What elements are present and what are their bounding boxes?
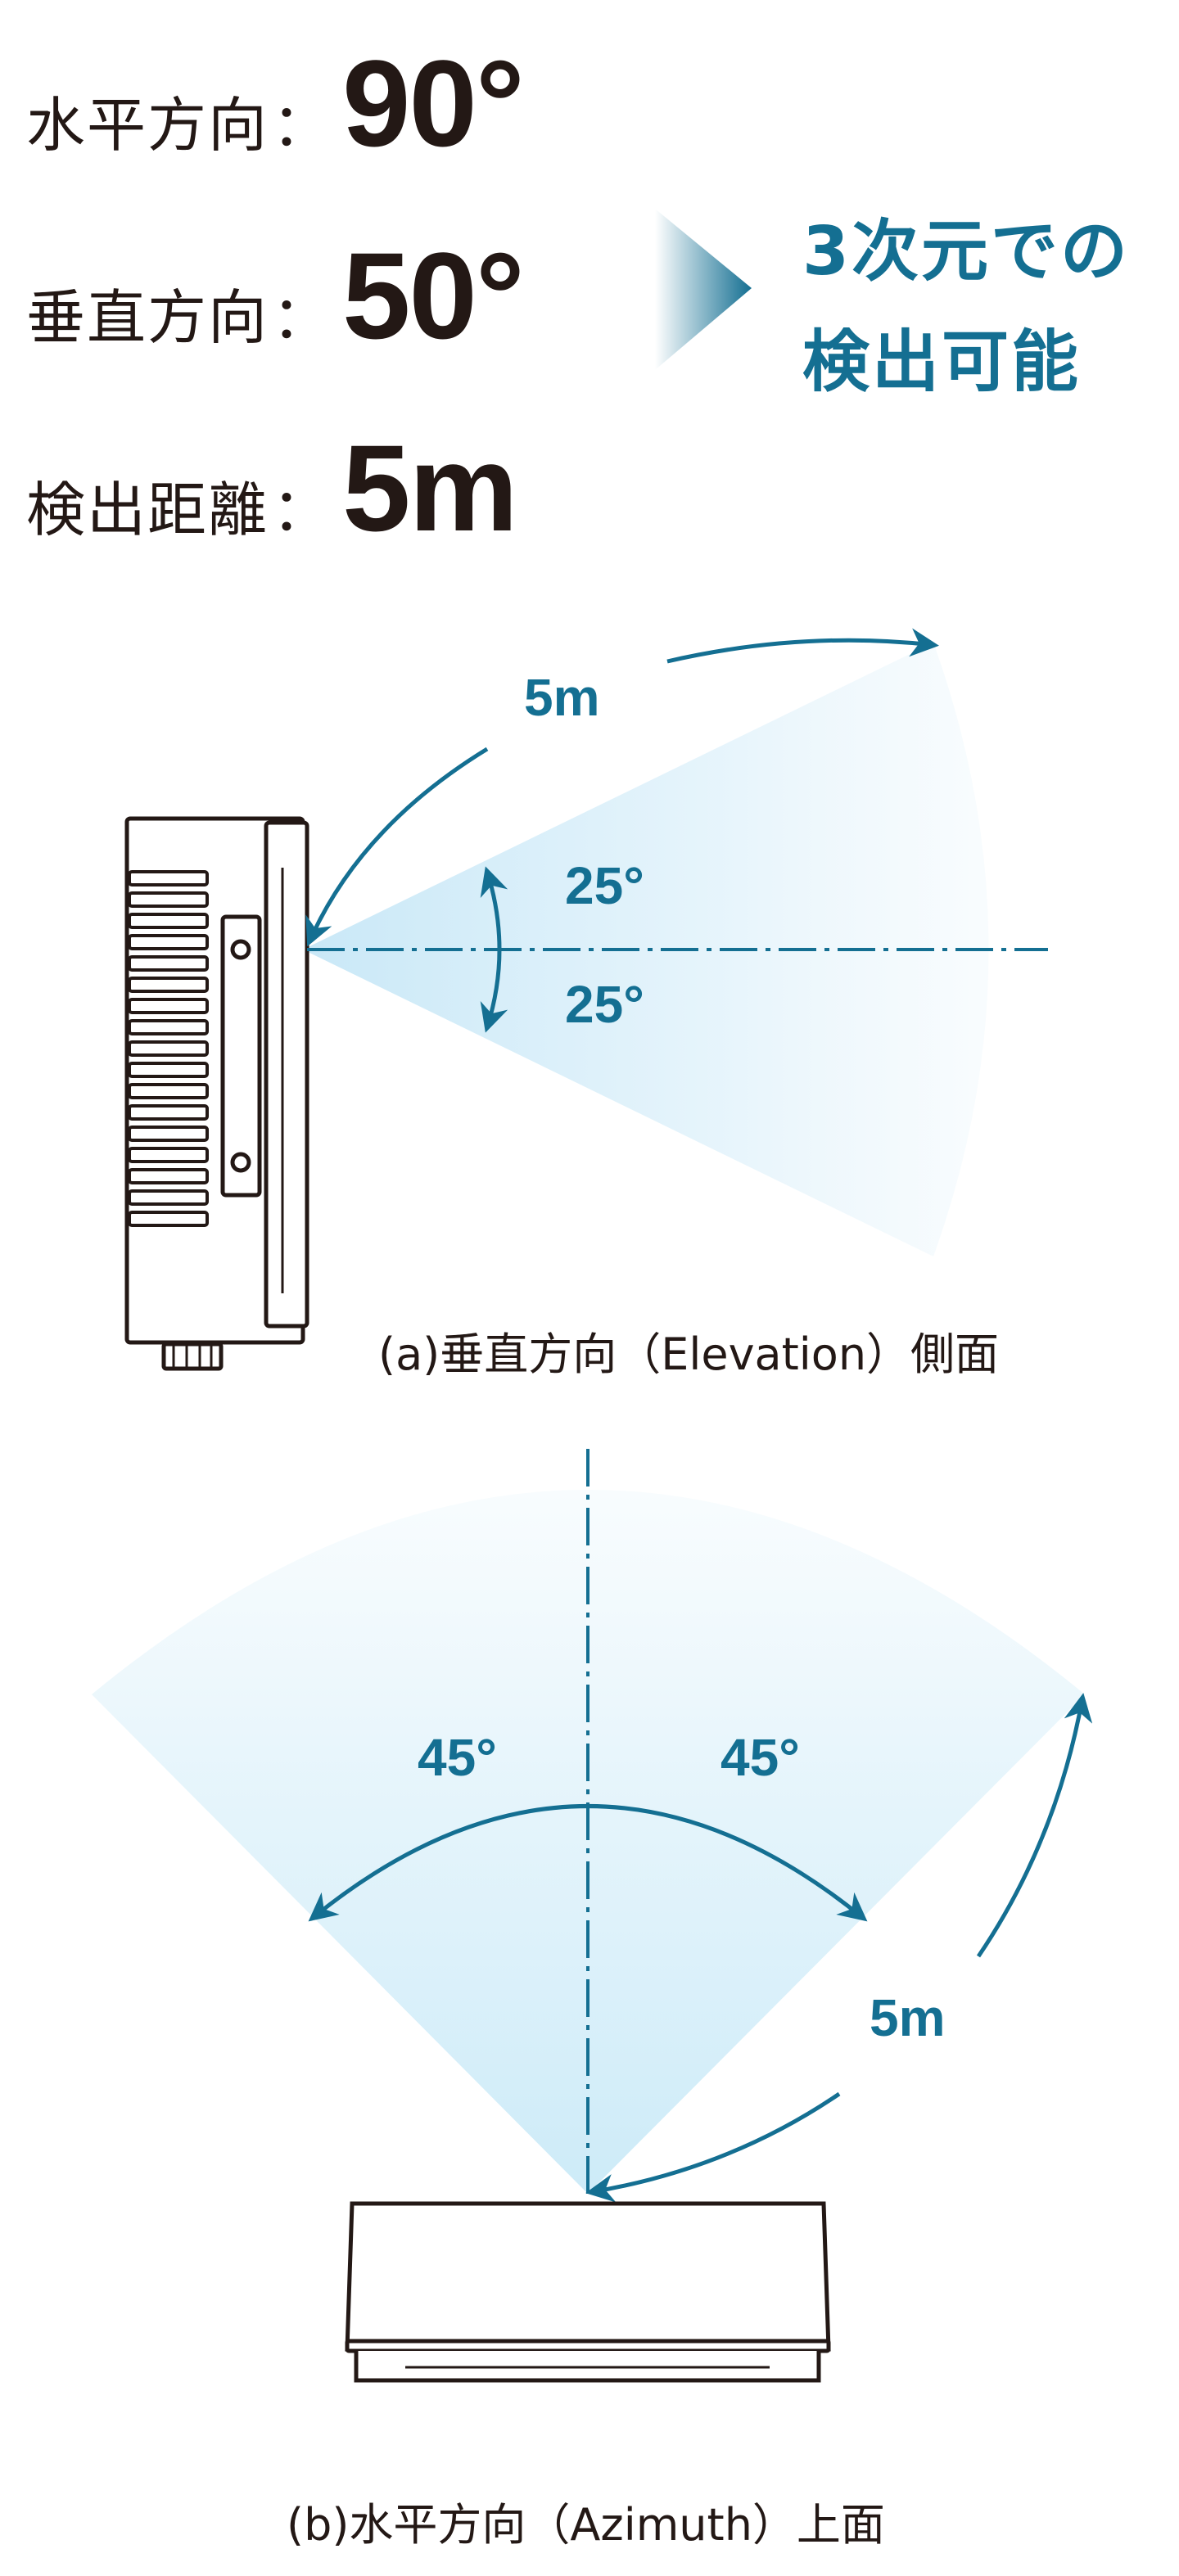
vent-slat [128,1189,209,1206]
summary-arrow-icon [655,209,752,370]
azimuth-angle-left-label: 45° [418,1728,497,1787]
spec-colon: ： [272,476,332,544]
azimuth-device [345,2201,831,2383]
vent-slat [128,1104,209,1121]
vent-slat [128,870,209,886]
spec-label: 水平方向 [26,91,269,160]
spec-colon: ： [272,91,332,160]
vent-slat [128,977,209,993]
elevation-device-vents [128,870,209,1227]
elevation-caption: (a)垂直方向（Elevation）側面 [378,1329,1000,1380]
elevation-range-arrow-lower [305,747,489,947]
vent-slat [128,1062,209,1078]
elevation-angle-down-label: 25° [565,975,644,1034]
azimuth-range-label: 5m [870,1988,946,2047]
elevation-range-arrow-upper [666,628,939,664]
spec-row-horizontal: 水平方向 ： 90° [26,33,525,174]
vent-slat [128,1083,209,1099]
summary-line-1: 3次元での [802,213,1131,291]
spec-row-distance: 検出距離 ： 5m [26,417,518,559]
vent-slat [128,1126,209,1142]
vent-slat [128,1168,209,1184]
azimuth-range-arrow-lower [585,2091,841,2203]
spec-label: 垂直方向 [26,283,269,352]
spec-colon: ： [272,283,332,352]
vent-slat [128,998,209,1014]
spec-label: 検出距離 [26,476,269,544]
vent-slat [128,1211,209,1227]
vent-slat [128,955,209,972]
spec-row-vertical: 垂直方向 ： 50° [26,225,525,367]
vent-slat [128,1147,209,1163]
vent-slat [128,934,209,950]
elevation-range-label: 5m [524,668,600,727]
elevation-angle-up-label: 25° [565,856,644,915]
azimuth-range-arrow-upper [976,1693,1093,1958]
elevation-angle-arc [480,866,508,1033]
vent-slat [128,1040,209,1057]
azimuth-angle-right-label: 45° [720,1728,800,1787]
vent-slat [128,913,209,929]
summary-line-2: 検出可能 [802,323,1082,401]
elevation-beam [303,643,989,1256]
spec-value: 90° [342,34,525,172]
azimuth-beam [92,1490,1085,2194]
spec-value: 50° [342,227,525,364]
vent-slat [128,1019,209,1035]
vent-slat [128,891,209,908]
azimuth-caption: (b)水平方向（Azimuth）上面 [287,2499,885,2551]
spec-value: 5m [342,419,518,557]
azimuth-angle-arc [308,1804,868,1922]
